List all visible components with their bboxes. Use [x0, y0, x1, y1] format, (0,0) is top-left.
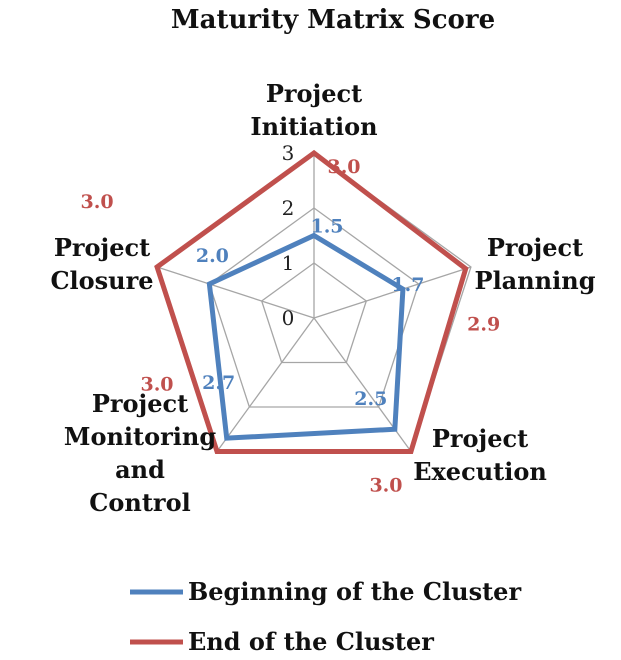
series-line-2: [154, 149, 469, 454]
tick-label-0: 0: [282, 306, 295, 330]
tick-label-1: 1: [282, 251, 295, 275]
category-label-line: and: [115, 455, 165, 484]
data-label-s1-1: 1.5: [310, 216, 343, 238]
grid-spoke-5: [156, 266, 315, 319]
data-label-s2-1: 3.0: [327, 156, 360, 178]
category-label-line: Project: [54, 233, 150, 262]
category-label-line: Control: [89, 488, 190, 517]
radial-tick-labels: 0 1 2 3: [282, 141, 295, 330]
category-label-line: Planning: [475, 266, 596, 295]
series-line-1: [206, 232, 406, 441]
data-label-s2-4: 3.0: [140, 373, 173, 395]
grid-ring-1: [260, 262, 368, 364]
tick-label-2: 2: [282, 196, 295, 220]
category-label-line: Project: [266, 79, 362, 108]
data-labels: 1.5 1.7 2.5 2.7 2.0 3.0 2.9 3.0 3.0 3.0: [81, 156, 501, 496]
data-label-s1-5: 2.0: [196, 245, 229, 267]
data-label-s1-2: 1.7: [391, 274, 424, 296]
legend-label-2: End of the Cluster: [188, 627, 434, 656]
category-label-line: Execution: [413, 457, 547, 486]
grid-ring-2: [208, 207, 420, 408]
chart-title: Maturity Matrix Score: [171, 5, 495, 35]
category-label-line: Project: [92, 389, 188, 418]
data-label-s2-2: 2.9: [467, 314, 500, 336]
grid-spoke-2: [313, 266, 472, 319]
category-label-line: Project: [432, 424, 528, 453]
data-label-s2-5: 3.0: [81, 191, 114, 213]
category-label-line: Project: [487, 233, 583, 262]
category-label-line: Initiation: [250, 112, 377, 141]
data-label-s1-3: 2.5: [354, 388, 387, 410]
data-label-s1-4: 2.7: [202, 372, 235, 394]
legend-label-1: Beginning of the Cluster: [188, 577, 521, 606]
data-label-s2-3: 3.0: [369, 474, 402, 496]
series-layer: [154, 149, 469, 454]
tick-label-3: 3: [282, 141, 295, 165]
category-label-line: Closure: [50, 266, 153, 295]
grid-spoke-4: [216, 317, 315, 452]
category-label-line: Monitoring: [64, 422, 216, 451]
